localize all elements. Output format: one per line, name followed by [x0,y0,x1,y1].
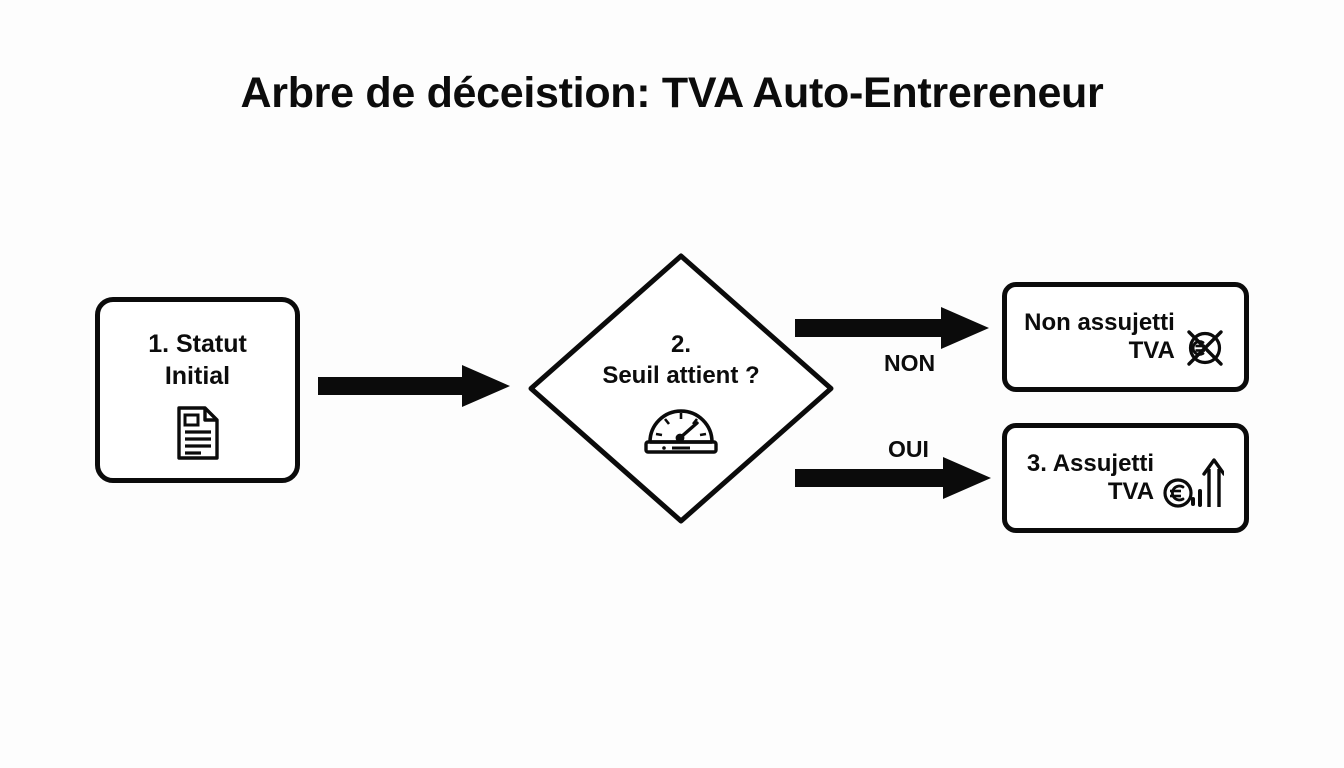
arrow-decision-to-oui [795,457,991,499]
node-statut-initial-label-line1: 1. Statut [148,330,247,358]
node-non-assujetti-label-line1: Non assujetti [1024,308,1175,336]
gauge-icon [644,398,718,454]
node-statut-initial[interactable]: 1. Statut Initial [95,297,300,483]
edge-label-oui: OUI [888,436,929,462]
document-icon [175,405,221,461]
euro-growth-arrow-icon [1162,455,1225,513]
node-non-assujetti-label-line2: TVA [1128,337,1175,364]
node-seuil-label-line1: 2. [670,330,691,358]
euro-crossed-out-icon [1183,326,1227,370]
node-non-assujetti-tva[interactable]: Non assujetti TVA [1002,282,1249,392]
edge-label-non: NON [884,350,936,376]
node-assujetti-tva[interactable]: 3. Assujetti TVA [1002,423,1249,533]
node-seuil-decision[interactable]: 2. Seuil attient ? [527,252,835,525]
arrow-start-to-decision [318,365,510,407]
node-seuil-label-line2: Seuil attient ? [602,362,760,389]
page-title: Arbre de déceistion: TVA Auto-Entrereneu… [240,69,1104,117]
node-assujetti-label-line2: TVA [1107,478,1155,505]
node-statut-initial-label-line2: Initial [164,361,231,390]
arrow-decision-to-non [795,307,989,349]
node-assujetti-label-line1: 3. Assujetti [1026,449,1155,477]
